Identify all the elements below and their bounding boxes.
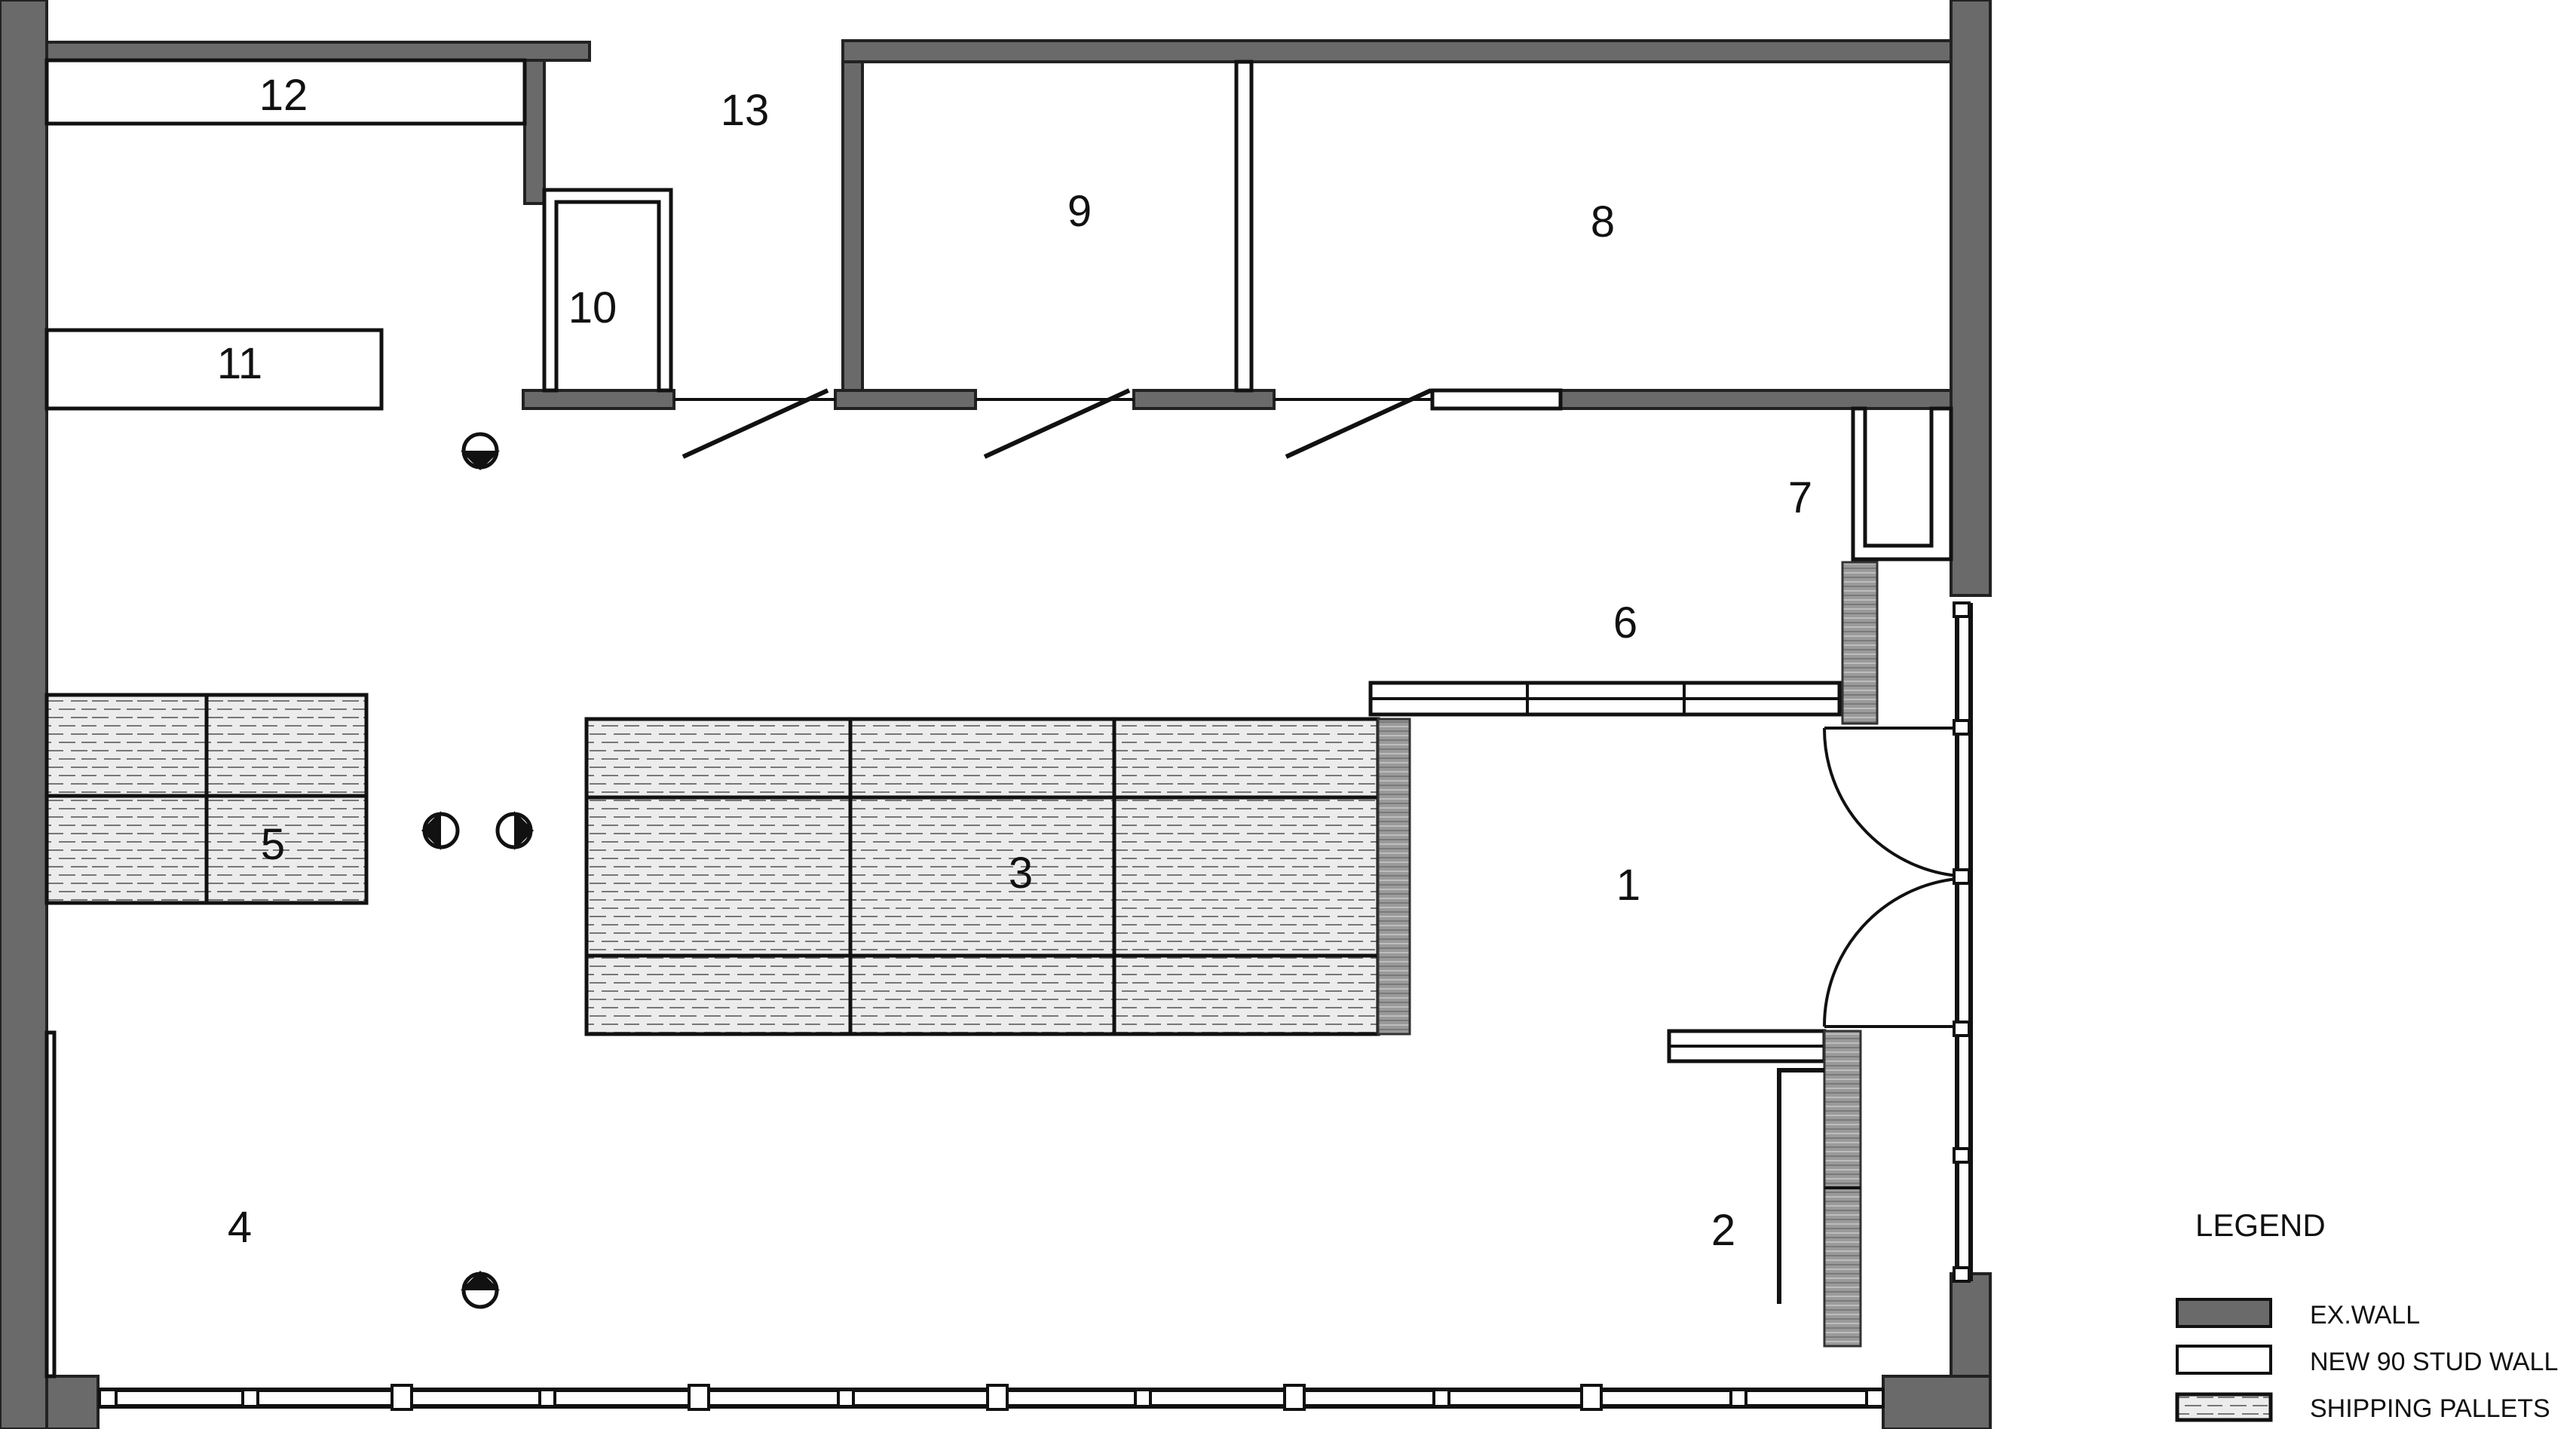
strip-right-of-3	[1377, 718, 1411, 1036]
existing-walls	[0, 0, 1992, 1429]
legend-title: LEGEND	[2195, 1207, 2326, 1243]
corridor-wall-segment-d	[1559, 389, 1953, 410]
north-wall-rooms-8-9	[841, 39, 1953, 63]
corridor-window-segment	[1430, 388, 1563, 411]
fixture-symbols	[421, 432, 534, 1309]
new-stud-walls	[44, 58, 1953, 1379]
room-label-10: 10	[568, 283, 617, 332]
west-exterior-wall	[0, 0, 48, 1429]
room-label-11: 11	[217, 339, 262, 388]
room-2-rail	[1777, 1068, 1824, 1304]
pallets-area-5	[44, 693, 369, 905]
strip-room-6	[1841, 561, 1879, 725]
fixture-icon-south	[461, 1271, 500, 1309]
room-label-6: 6	[1613, 598, 1637, 647]
room-labels: 1 2 3 4 5 6 7 8 9 10 11 12 13	[217, 71, 1812, 1255]
fixture-icon-north	[461, 432, 500, 470]
west-wall-lower-liner	[44, 1030, 57, 1379]
room-7-walls	[1851, 406, 1953, 562]
door-room-9	[983, 388, 1131, 459]
door-room-8	[1285, 388, 1432, 459]
east-exterior-wall-upper	[1950, 0, 1992, 597]
room-10-walls	[542, 188, 673, 393]
room-12-counter	[44, 58, 527, 126]
fixture-icon-east	[495, 811, 534, 850]
south-storefront	[98, 1384, 1885, 1411]
room-label-12: 12	[259, 71, 308, 120]
legend-label-new-stud-wall: NEW 90 STUD WALL	[2310, 1348, 2558, 1376]
legend-swatch-new-stud-wall	[2176, 1345, 2272, 1375]
north-wall-room-12	[45, 41, 591, 62]
legend: LEGEND EX.WALL NEW 90 STUD WALL SHIPPING…	[2175, 1207, 2558, 1423]
entrance-storefront	[1822, 601, 1973, 1283]
room-label-5: 5	[261, 820, 285, 869]
corridor-wall-segment-b	[834, 389, 977, 410]
wall-12-13-vertical	[523, 59, 546, 205]
pallets-area-3	[584, 717, 1380, 1036]
legend-label-existing-wall: EX.WALL	[2310, 1301, 2420, 1330]
room-label-2: 2	[1711, 1206, 1735, 1255]
wall-8-9-divider	[1234, 60, 1254, 393]
room-label-13: 13	[721, 86, 770, 135]
entrance-door-north	[1822, 727, 1958, 877]
south-wall-west-pier	[45, 1375, 100, 1429]
gray-storage-strips	[1377, 561, 1879, 1348]
room-label-3: 3	[1009, 849, 1033, 898]
door-room-10	[682, 388, 829, 459]
corridor-wall-segment-a	[522, 389, 675, 410]
room-label-9: 9	[1067, 187, 1092, 236]
fixture-icon-west	[421, 811, 460, 850]
room-11-counter	[44, 328, 384, 411]
room-label-8: 8	[1591, 197, 1615, 246]
room-label-7: 7	[1788, 473, 1812, 522]
legend-label-shipping-pallets: SHIPPING PALLETS	[2310, 1394, 2550, 1423]
legend-swatch-existing-wall	[2176, 1298, 2272, 1328]
corridor-wall-segment-c	[1132, 389, 1276, 410]
corridor-doors	[674, 388, 1432, 459]
entrance-door-south	[1822, 877, 1958, 1027]
room-label-4: 4	[228, 1203, 252, 1252]
legend-swatch-shipping-pallets	[2175, 1392, 2273, 1422]
room-label-1: 1	[1616, 861, 1640, 910]
south-wall-east-pier	[1882, 1375, 1992, 1429]
wall-9-13-vertical	[841, 60, 864, 401]
